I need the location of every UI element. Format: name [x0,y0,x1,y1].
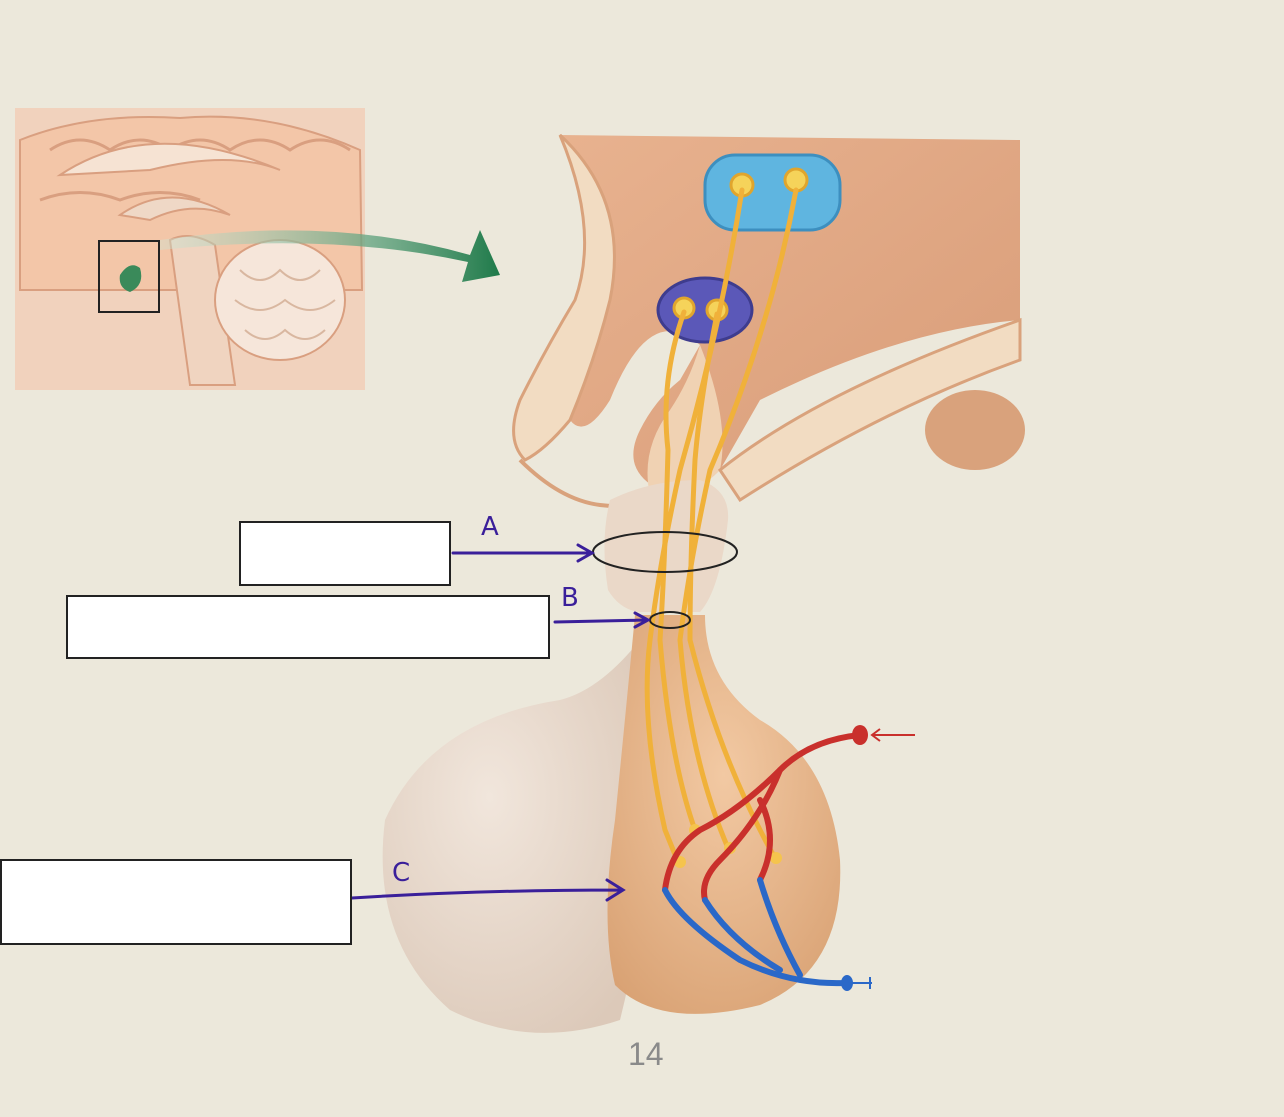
brain-inset [15,108,365,390]
pointer-arrow-b [553,611,652,629]
handwritten-letter-b: B [561,583,579,613]
inset-highlight-box [98,240,160,313]
vein [662,877,848,987]
artery-flow-arrow [870,728,915,742]
pointer-arrow-c [350,878,626,902]
artery [662,732,863,903]
nucleus-upper [703,153,842,232]
vein-flow-arrow [852,977,872,989]
label-box-b[interactable] [66,595,550,659]
hypothalamus [512,133,1025,508]
vein-opening [841,975,853,991]
handwritten-letter-c: C [392,858,411,888]
anterior-lobe [382,640,650,1033]
label-box-c[interactable] [0,859,352,945]
artery-opening [852,725,868,745]
orientation-arrow [160,230,500,282]
nucleus-lower [656,276,754,344]
pointer-arrow-a [451,543,596,563]
axon-tracts [644,187,799,865]
page-number: 14 [628,1036,664,1072]
label-box-a[interactable] [239,521,451,586]
handwritten-letter-a: A [481,512,499,542]
